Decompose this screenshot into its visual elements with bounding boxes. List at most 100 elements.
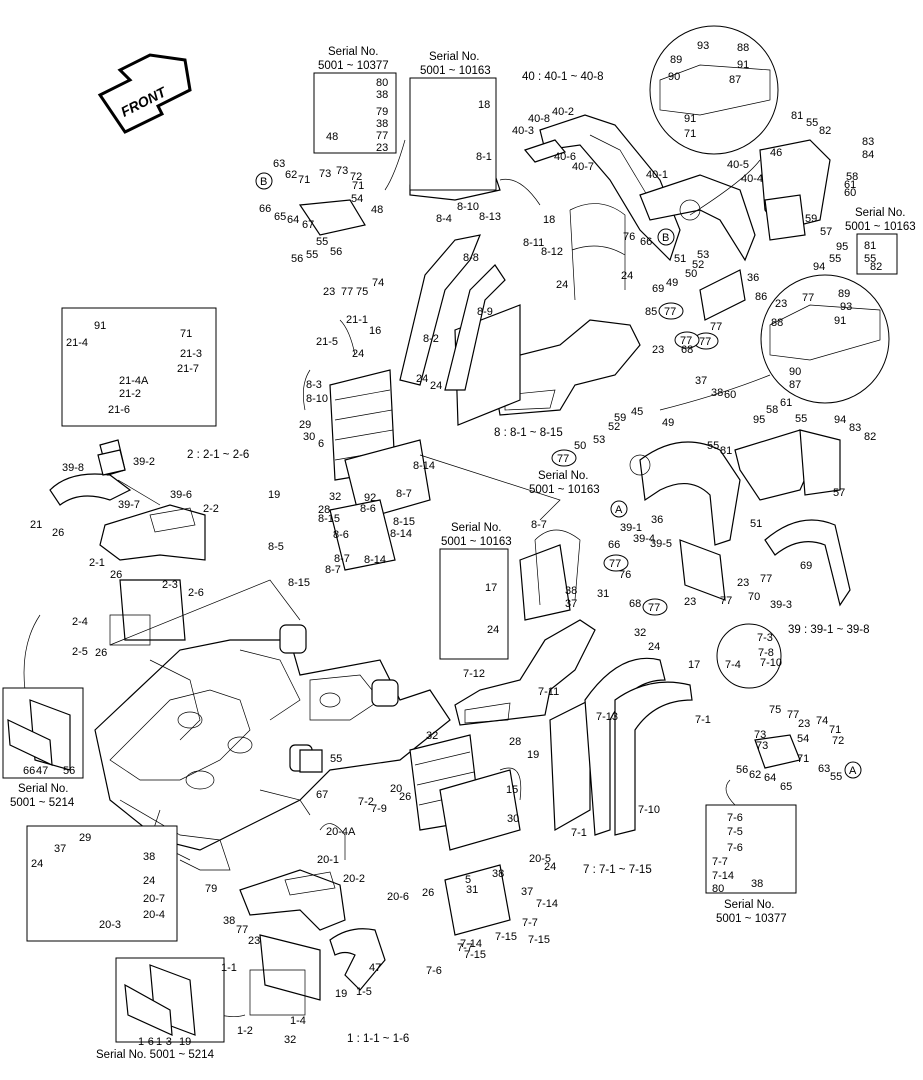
callout-70: 24: [556, 279, 568, 291]
callout-113: 30: [303, 431, 315, 443]
callout-44: 71: [298, 174, 310, 186]
callout-236: 20-4A: [326, 826, 356, 838]
svg-text:77: 77: [609, 558, 621, 570]
callout-139: 66: [608, 539, 620, 551]
callout-218: 67: [316, 789, 328, 801]
svg-text:5001 ~ 10163: 5001 ~ 10163: [420, 65, 491, 77]
callout-157: 26: [110, 569, 122, 581]
callout-274: 1-3: [156, 1036, 172, 1048]
callout-19: 88: [737, 42, 749, 54]
callout-77: 49: [666, 277, 678, 289]
callout-60: 77: [341, 286, 353, 298]
serial-note-10163-ladder: Serial No. 5001 ~ 10163: [441, 522, 512, 548]
leader-lines: [23, 139, 771, 1017]
callout-61: 75: [356, 286, 368, 298]
callout-134: 51: [750, 518, 762, 530]
callout-8: 8-1: [476, 151, 492, 163]
callout-264: 77: [236, 924, 248, 936]
callout-27: 55: [806, 117, 818, 129]
callout-100: 21-7: [177, 363, 199, 375]
callout-97: 21-3: [180, 348, 202, 360]
callout-112: 29: [299, 419, 311, 431]
callout-197: 7-10: [760, 657, 782, 669]
callout-41: 82: [870, 261, 882, 273]
callout-62: 74: [372, 277, 384, 289]
callout-73: 66: [640, 236, 652, 248]
group-header-1: 1 : 1-1 ~ 1-6: [347, 1033, 409, 1045]
callout-33: 60: [844, 187, 856, 199]
inset-box-serial-10163-mid: [439, 548, 509, 660]
callout-101: 21-6: [108, 404, 130, 416]
callout-279: 28: [0, 0, 12, 3]
callout-52: 65: [274, 211, 286, 223]
callout-201: 74: [816, 715, 828, 727]
callout-116: 38: [711, 387, 723, 399]
callout-4: 77: [376, 130, 388, 142]
callout-87: 77: [802, 292, 814, 304]
svg-text:5001 ~ 10163: 5001 ~ 10163: [441, 536, 512, 548]
callout-110: 24: [416, 373, 428, 385]
callout-237: 20-2: [343, 873, 365, 885]
callout-241: 24: [544, 861, 556, 873]
fender-frame-8-4: [399, 234, 506, 391]
callout-49: 54: [351, 193, 363, 205]
callout-226: 15: [506, 784, 518, 796]
callout-120: 95: [753, 414, 765, 426]
callout-105: 24: [352, 348, 364, 360]
callout-114: 6: [318, 438, 324, 450]
callout-170: 8-7: [334, 553, 350, 565]
serial-note-10377-bottom: Serial No. 5001 ~ 10377: [716, 899, 787, 925]
callout-154: 21: [30, 519, 42, 531]
callout-22: 90: [668, 71, 680, 83]
callout-130: 52: [608, 421, 620, 433]
svg-text:77: 77: [557, 453, 569, 465]
callout-23: 87: [729, 74, 741, 86]
callout-263: 38: [223, 915, 235, 927]
callout-180: 38: [565, 585, 577, 597]
step-plate-8-1: [454, 304, 641, 426]
callout-167: 8-15: [318, 513, 340, 525]
callout-67: 8-11: [523, 237, 544, 249]
callout-222: 20: [390, 783, 402, 795]
callout-3: 38: [376, 118, 388, 130]
callout-15: 40-5: [727, 159, 749, 171]
circled-77-3: 77: [551, 449, 577, 467]
callout-169: 8-14: [364, 554, 386, 566]
callout-147: 70: [748, 591, 760, 603]
callout-252: 7-14: [460, 938, 482, 950]
callout-190: 7-11: [538, 686, 559, 698]
callout-249: 7-15: [528, 934, 550, 946]
callout-65: 8-4: [436, 213, 452, 225]
callout-219: 32: [426, 730, 438, 742]
callout-245: 38: [492, 868, 504, 880]
callout-20: 89: [670, 54, 682, 66]
callout-2: 79: [376, 106, 388, 118]
callout-104: 16: [369, 325, 381, 337]
group-header-8: 8 : 8-1 ~ 8-15: [494, 427, 563, 439]
circled-ref-b-1: B: [255, 172, 273, 190]
callout-150: 39-2: [133, 456, 155, 468]
callout-18: 93: [697, 40, 709, 52]
circled-ref-a-2: A: [844, 761, 862, 779]
callout-168: 8-14: [390, 528, 412, 540]
callout-31: 61: [844, 179, 856, 191]
callout-153: 2-2: [203, 503, 219, 515]
callout-216: 56: [63, 765, 75, 777]
callout-243: 26: [422, 887, 434, 899]
callout-158: 2-3: [162, 579, 178, 591]
callout-144: 23: [737, 577, 749, 589]
svg-text:Serial No.: Serial No.: [18, 783, 69, 795]
callout-208: 63: [818, 763, 830, 775]
callout-82: 85: [645, 306, 657, 318]
callout-93: 87: [789, 379, 801, 391]
svg-text:77: 77: [648, 602, 660, 614]
callout-122: 94: [834, 414, 846, 426]
callout-207: 71: [797, 753, 809, 765]
callout-232: 24: [143, 875, 155, 887]
callout-47: 72: [350, 171, 362, 183]
callout-223: 26: [399, 791, 411, 803]
callout-238: 20-1: [317, 854, 339, 866]
callout-242: 5: [465, 874, 471, 886]
svg-text:Serial No.: Serial No.: [429, 51, 480, 63]
callout-203: 71: [829, 724, 841, 736]
